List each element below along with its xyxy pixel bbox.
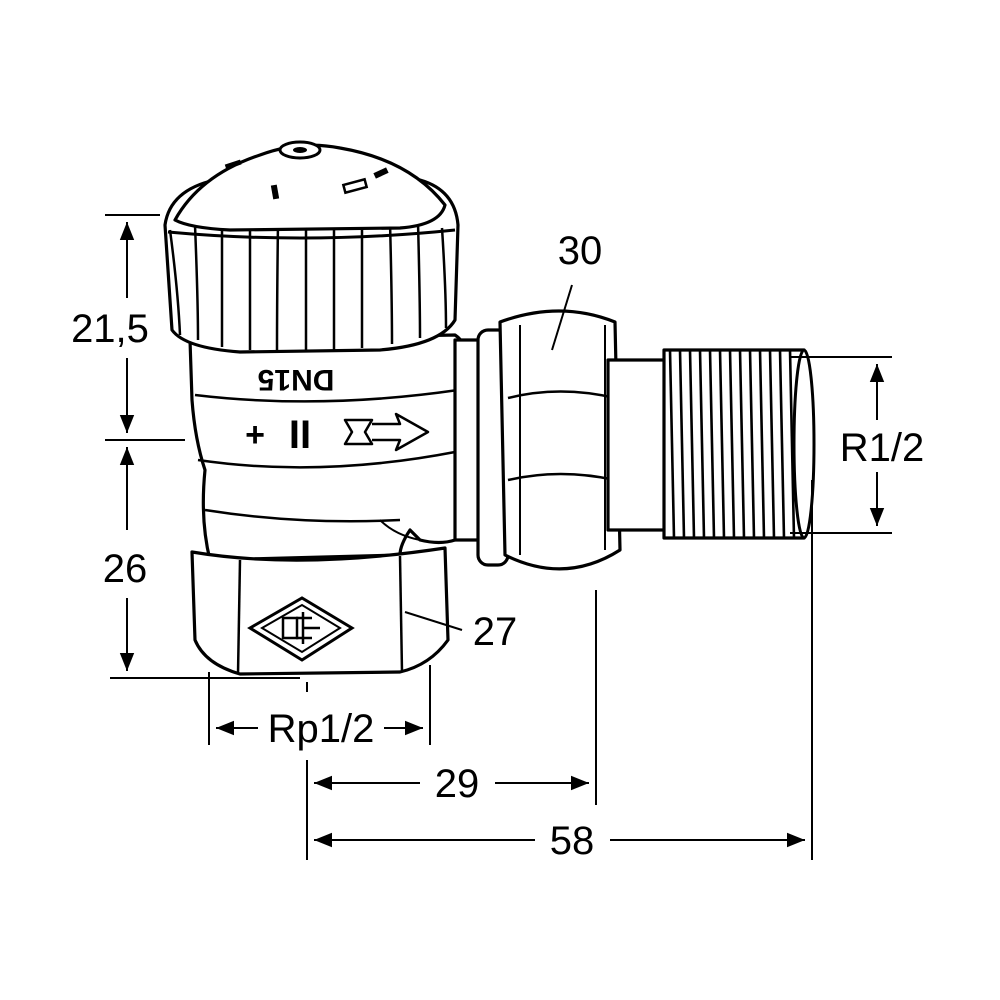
dimension-lines (105, 214, 892, 860)
dimension-label-hex: 27 (473, 610, 518, 654)
dimension-label-height-upper: 21,5 (71, 307, 149, 351)
dimension-label-height-lower: 26 (103, 547, 148, 591)
manufacturer-logo-icon (247, 596, 355, 662)
bottom-hex-nut (190, 546, 450, 676)
outlet-assembly (453, 309, 816, 571)
valve-body (188, 333, 468, 562)
setting-symbol-marking: II (289, 413, 311, 457)
outlet-thread (662, 348, 816, 540)
nominal-size-marking: DN15 (258, 363, 335, 396)
dimension-label-offset-short: 29 (435, 762, 480, 806)
flow-direction-icon (343, 412, 430, 452)
dimension-label-offset-long: 58 (550, 819, 595, 863)
body-markings: DN15 + II (245, 363, 430, 457)
union-nut (498, 309, 622, 571)
dimension-label-outlet-thread: R1/2 (840, 426, 925, 470)
dimension-label-inlet-thread: Rp1/2 (268, 707, 375, 751)
protective-cap (163, 140, 460, 354)
dimension-label-nut: 30 (558, 229, 603, 273)
dimension-labels: 21,5 26 30 27 Rp1/2 R1/2 29 58 (71, 229, 924, 863)
plus-marking: + (245, 416, 265, 454)
